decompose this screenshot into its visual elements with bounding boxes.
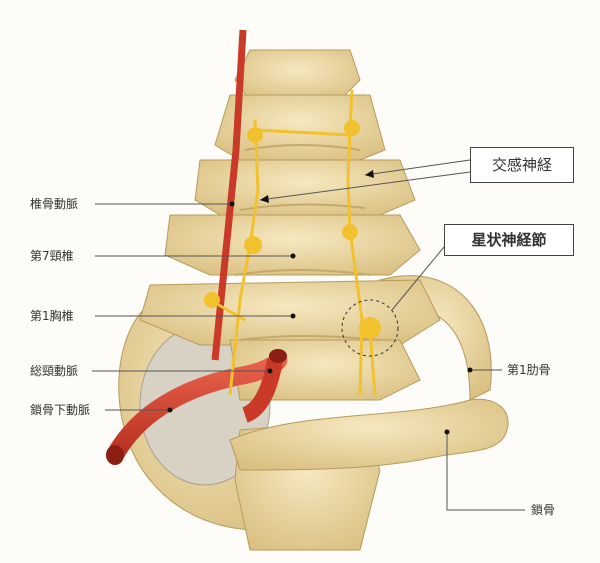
label-t1-vertebra: 第1胸椎	[30, 309, 74, 323]
ganglia	[204, 120, 381, 339]
label-subclavian-artery: 鎖骨下動脈	[30, 403, 91, 417]
label-clavicle: 鎖骨	[531, 503, 556, 517]
callout-sympathetic-nerve: 交感神経	[470, 147, 574, 183]
label-first-rib: 第1肋骨	[507, 363, 551, 377]
common-carotid-artery	[241, 358, 283, 423]
label-common-carotid: 総頸動脈	[30, 364, 79, 378]
label-c7-vertebra: 第7頸椎	[30, 249, 74, 263]
callout-stellate-ganglion: 星状神経節	[444, 224, 574, 256]
label-vertebral-artery: 椎骨動脈	[30, 197, 79, 211]
stellate-ganglion-highlight	[341, 299, 399, 357]
clavicle-bone	[229, 398, 509, 471]
